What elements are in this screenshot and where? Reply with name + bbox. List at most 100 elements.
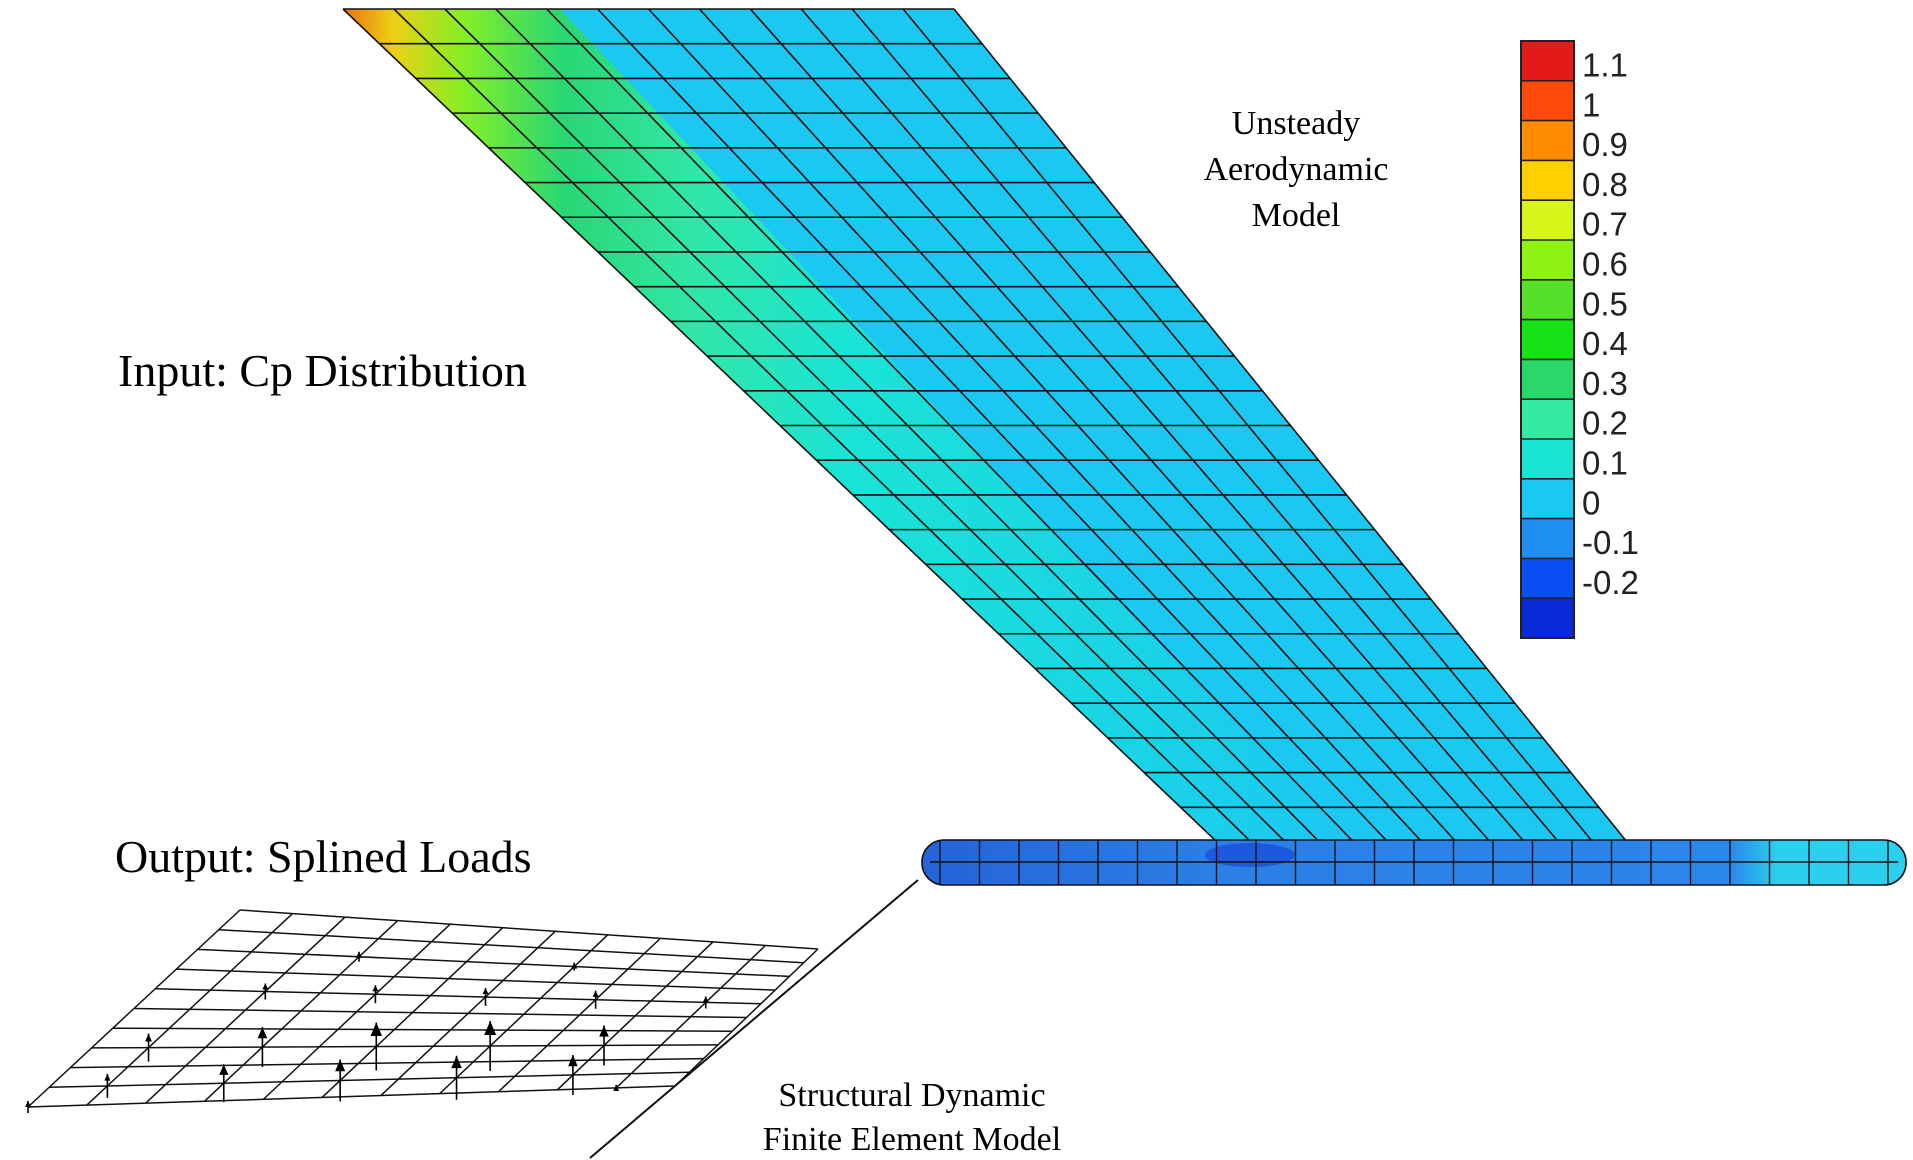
load-arrow-head (372, 985, 379, 992)
colorbar-frame (1520, 40, 1575, 639)
fe-grid-col (203, 920, 399, 1102)
fe-grid-row (91, 1044, 718, 1049)
wing-grid-lines (342, 8, 1628, 843)
colorbar-tick-label: 0.7 (1582, 206, 1628, 243)
fe-grid-row (218, 928, 804, 964)
structural-fe-grid (25, 909, 819, 1113)
structural-model-label-line2: Finite Element Model (763, 1121, 1061, 1158)
load-arrow-head (356, 951, 362, 958)
colorbar-tick-label: -0.1 (1582, 524, 1639, 561)
fe-grid-col (262, 923, 451, 1100)
load-arrow-head (25, 1101, 31, 1107)
load-arrow-head (335, 1059, 346, 1072)
aero-model-label-line3: Model (1252, 197, 1341, 234)
output-label: Output: Splined Loads (115, 831, 532, 882)
fe-grid-lines (27, 909, 819, 1108)
colorbar-tick-label: 0.9 (1582, 126, 1628, 163)
fe-grid-row (112, 1027, 733, 1032)
wing-span-line (851, 8, 1560, 843)
colorbar-band (1521, 598, 1574, 639)
wing-span-line (902, 8, 1594, 843)
colorbar-tick-label: 0.8 (1582, 166, 1628, 203)
fe-grid-col (439, 934, 609, 1095)
fe-grid-col (321, 927, 504, 1099)
colorbar-tick-label: 0.4 (1582, 325, 1628, 362)
fe-grid-row (70, 1057, 704, 1069)
fe-grid-col (380, 930, 556, 1097)
fe-grid-row (49, 1071, 690, 1089)
load-arrow-head (145, 1033, 152, 1042)
aero-wing-panel-mesh (342, 8, 1628, 843)
aero-model-label-line1: Unsteady (1232, 105, 1360, 142)
load-arrow-head (592, 990, 599, 997)
wing-span-line (647, 8, 1423, 843)
fe-grid-row (133, 1007, 747, 1019)
colorbar-band (1521, 518, 1574, 559)
colorbar-tick-label: 0 (1582, 484, 1600, 521)
wing-span-line (953, 8, 1628, 843)
colorbar-band (1521, 399, 1574, 440)
colorbar-band (1521, 240, 1574, 281)
fuselage-wing-root-shade (1205, 843, 1295, 867)
fe-grid-col (498, 937, 661, 1093)
fe-grid-col (674, 948, 819, 1087)
structural-model-label-line1: Structural Dynamic (778, 1077, 1045, 1114)
colorbar-band (1521, 200, 1574, 241)
colorbar-band (1521, 478, 1574, 520)
colorbar-band (1521, 279, 1574, 321)
colorbar-band (1521, 439, 1574, 480)
wing-span-line (597, 8, 1389, 843)
wing-span-line (546, 8, 1355, 843)
connector-line (589, 879, 919, 1159)
load-arrow-head (451, 1055, 462, 1069)
fe-grid-col (556, 941, 714, 1091)
wing-span-line (749, 8, 1491, 843)
fe-grid-col (27, 909, 241, 1108)
input-label: Input: Cp Distribution (118, 345, 527, 396)
colorbar-band (1521, 120, 1574, 161)
colorbar-tick-label: 1.1 (1582, 47, 1628, 84)
load-arrow-head (257, 1027, 268, 1039)
load-arrow-head (484, 1020, 497, 1035)
fuselage-body-mesh (921, 839, 1907, 886)
load-arrow-head (482, 987, 489, 994)
load-arrow-head (613, 1084, 620, 1091)
wing-span-line (800, 8, 1526, 843)
colorbar-band (1521, 41, 1574, 82)
load-arrow-head (262, 983, 269, 990)
load-arrow-head (219, 1064, 229, 1075)
colorbar-tick-label: 0.3 (1582, 365, 1628, 402)
load-arrows (25, 951, 709, 1113)
fuselage-grid-lines (930, 840, 1898, 885)
fe-grid-col (86, 912, 294, 1106)
wing-span-line (444, 8, 1286, 843)
load-arrow-head (702, 996, 709, 1003)
colorbar-band (1521, 160, 1574, 201)
fe-grid-row (155, 988, 761, 1005)
fe-grid-col (145, 916, 346, 1104)
aero-model-label-line2: Aerodynamic (1203, 151, 1388, 188)
wing-span-line (495, 8, 1321, 843)
colorbar-band (1521, 558, 1574, 599)
colorbar-tick-label: 0.5 (1582, 285, 1628, 322)
colorbar-band (1521, 319, 1574, 360)
wing-span-line (342, 8, 1218, 843)
colorbar-tick-label: 0.1 (1582, 445, 1628, 482)
wing-span-line (698, 8, 1457, 843)
colorbar-tick-label: -0.2 (1582, 564, 1639, 601)
load-arrow-head (370, 1022, 383, 1036)
load-arrow-head (568, 1055, 578, 1067)
colorbar-tick-label: 0.2 (1582, 405, 1628, 442)
load-arrow-head (571, 962, 578, 969)
fe-grid-row (197, 948, 790, 978)
load-arrow-head (599, 1025, 609, 1037)
load-arrow-head (104, 1073, 111, 1081)
cp-colorbar: 1.110.90.80.70.60.50.40.30.20.10-0.1-0.2 (1520, 40, 1639, 639)
fe-grid-col (615, 944, 766, 1089)
fe-grid-row (176, 968, 776, 991)
colorbar-band (1521, 80, 1574, 122)
colorbar-tick-label: 1 (1582, 86, 1600, 123)
colorbar-tick-label: 0.6 (1582, 246, 1628, 283)
fe-grid-row (27, 1085, 676, 1108)
